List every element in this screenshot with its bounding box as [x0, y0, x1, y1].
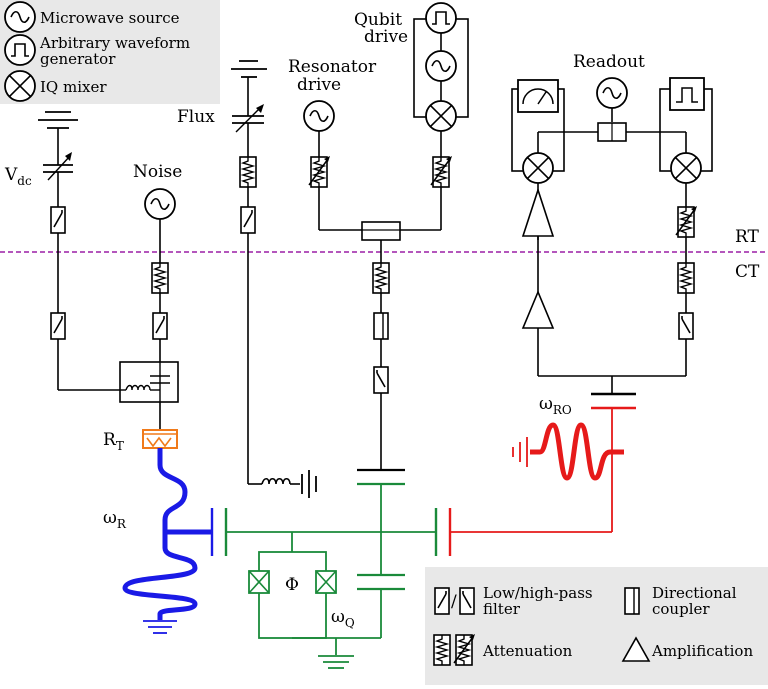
resonator-drive-line: Resonator drive: [288, 57, 377, 231]
amplifier-icon: [621, 636, 651, 662]
label-ct: CT: [735, 262, 760, 282]
label-resonator-drive-2: drive: [297, 75, 341, 95]
legend-filter-line1: Low/high-pass: [483, 584, 593, 602]
noise-line: Noise: [119, 162, 182, 430]
label-qubit-drive-2: drive: [364, 27, 408, 47]
legend-awg-line1: Arbitrary waveform: [39, 34, 190, 52]
label-noise: Noise: [133, 162, 182, 182]
readout-line: Readout: [511, 52, 713, 396]
label-omega-r: ωR: [103, 508, 127, 531]
readout-lo-icon: [596, 77, 628, 109]
qubit-drive-line: Qubit drive: [354, 2, 469, 231]
readout-demod-iq-mixer-icon: [522, 152, 554, 184]
label-flux: Flux: [177, 107, 215, 127]
awg-icon: [4, 34, 36, 66]
cryo-amplifier-icon: [521, 289, 555, 329]
directional-coupler-icon: [624, 587, 640, 615]
microwave-source-icon: [4, 1, 36, 33]
legend-amplification: Amplification: [651, 642, 753, 660]
qubit: Φ ωQ: [224, 482, 438, 669]
thermal-resistor: RT: [103, 429, 178, 453]
label-omega-ro: ωRO: [539, 394, 572, 417]
legend-coupler-line1: Directional: [652, 584, 737, 602]
label-omega-q: ωQ: [331, 607, 355, 630]
label-qubit-drive-1: Qubit: [354, 10, 402, 30]
vdc-line: Vdc: [4, 111, 120, 391]
highpass-filter-icon: [459, 587, 475, 615]
label-phi: Φ: [285, 575, 299, 595]
readout-iq-mixer-icon: [670, 152, 702, 184]
legend-attenuation: Attenuation: [482, 642, 573, 660]
qubit-awg-icon: [425, 2, 457, 34]
josephson-junction-left: [248, 570, 270, 594]
label-r-t: RT: [103, 430, 124, 453]
josephson-junction-right: [315, 570, 337, 594]
label-readout: Readout: [573, 52, 645, 72]
qubit-iq-mixer-icon: [425, 100, 457, 132]
qubit-lo-icon: [425, 50, 457, 82]
legend-iq-mixer: IQ mixer: [40, 78, 107, 96]
resonator-drive-source-icon: [303, 100, 335, 132]
flux-line: Flux: [177, 60, 317, 498]
digitizer-icon: [517, 79, 559, 113]
legend-microwave-source: Microwave source: [40, 9, 180, 27]
legend-top: Microwave source Arbitrary waveform gene…: [0, 0, 220, 104]
readout-awg-icon: [669, 77, 705, 111]
label-resonator-drive-1: Resonator: [288, 57, 377, 77]
legend-bottom: / Low/high-pass filter Directional coupl…: [425, 567, 768, 685]
label-rt: RT: [735, 227, 760, 247]
legend-filter-line2: filter: [483, 600, 521, 618]
lowpass-filter-icon: [434, 587, 450, 615]
readout-resonator: ωRO: [448, 394, 636, 556]
variable-attenuator-icon: [454, 634, 475, 665]
attenuator-icon: [433, 634, 451, 666]
iq-mixer-icon: [4, 70, 36, 102]
combined-drive-line: [357, 221, 405, 472]
legend-coupler-line2: coupler: [652, 600, 710, 618]
svg-text:/: /: [451, 592, 457, 612]
resonator: ωR: [103, 448, 214, 634]
noise-source-icon: [144, 188, 176, 220]
label-vdc: Vdc: [4, 165, 32, 188]
legend-awg-line2: generator: [40, 50, 116, 68]
